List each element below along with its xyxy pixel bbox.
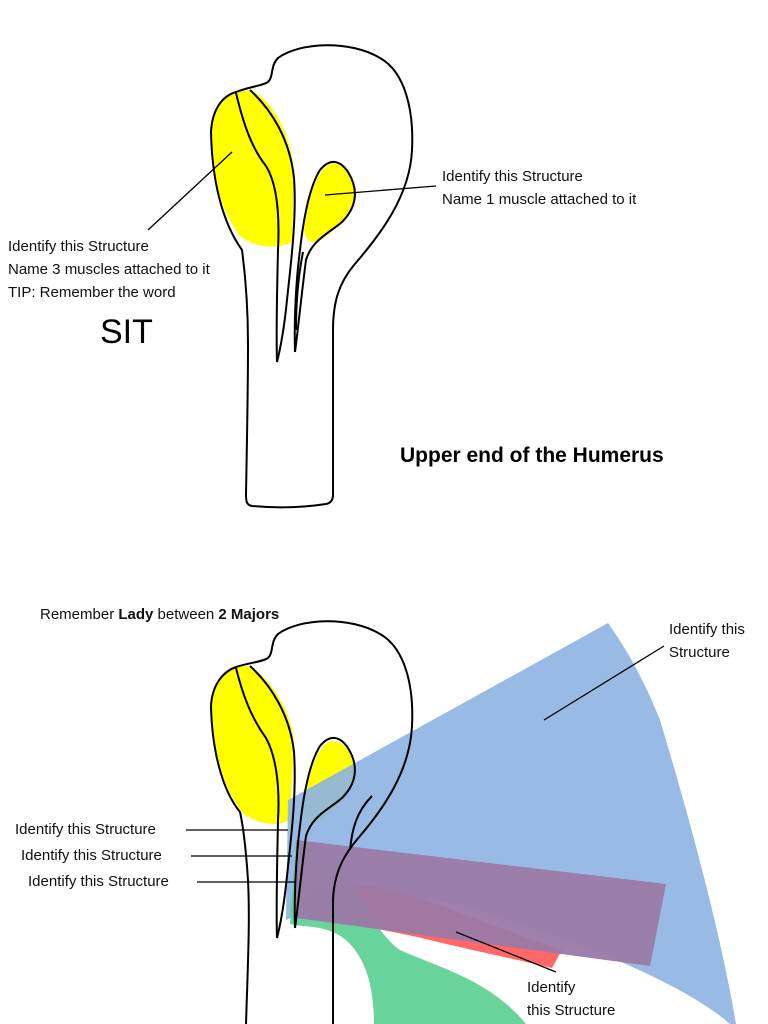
bottom-label-groove-3: Identify this Structure: [28, 873, 169, 890]
bottom-label-groove-2: Identify this Structure: [21, 847, 162, 864]
remember-prefix: Remember: [40, 606, 119, 623]
bottom-groove-medial: [349, 795, 373, 851]
mnemonic-sit: SIT: [100, 313, 153, 351]
remember-lady: Lady: [118, 606, 154, 623]
top-label-lesser: Identify this Structure Name 1 muscle at…: [442, 165, 636, 211]
remember-majors: 2 Majors: [218, 606, 280, 623]
bottom-bone-outline: [209, 620, 414, 1024]
top-greater-tubercle: [210, 90, 294, 247]
bottom-label-red: Identify this Structure: [527, 976, 615, 1022]
top-groove-medial: [295, 251, 304, 331]
bottom-greater-ridge: [235, 667, 280, 939]
bottom-label-blue-line2: Structure: [669, 644, 730, 661]
top-label-greater: Identify this Structure Name 3 muscles a…: [8, 235, 210, 304]
bottom-label-blue-line1: Identify this: [669, 621, 745, 638]
bottom-label-red-line1: Identify: [527, 979, 576, 996]
bottom-groove-lateral: [249, 665, 296, 939]
purple-muscle: [296, 840, 666, 966]
top-humerus: [147, 44, 437, 509]
top-greater-ridge: [235, 92, 280, 363]
bottom-label-red-line2: this Structure: [527, 1002, 616, 1019]
bottom-greater-tubercle: [210, 666, 294, 824]
top-groove-lateral: [249, 89, 296, 363]
remember-note: Remember Lady between 2 Majors: [40, 606, 279, 623]
top-label-greater-line2: Name 3 muscles attached to it: [8, 261, 210, 278]
top-label-greater-line1: Identify this Structure: [8, 238, 149, 255]
remember-middle: between: [153, 606, 219, 623]
top-label-greater-line3: TIP: Remember the word: [8, 284, 176, 301]
bottom-leader-blue: [543, 645, 665, 721]
bottom-lesser-outline: [293, 737, 356, 929]
top-lesser-outline: [293, 161, 356, 353]
top-label-lesser-line2: Name 1 muscle attached to it: [442, 191, 637, 208]
bottom-leader-red: [455, 931, 557, 973]
top-lesser-tubercle: [304, 163, 357, 243]
top-leader-lesser: [324, 185, 437, 196]
top-leader-greater: [147, 151, 233, 231]
bottom-label-groove-1: Identify this Structure: [15, 821, 156, 838]
diagram-title: Upper end of the Humerus: [400, 444, 664, 467]
top-label-lesser-line1: Identify this Structure: [442, 168, 583, 185]
bottom-label-blue: Identify this Structure: [669, 618, 745, 664]
blue-muscle: [286, 623, 736, 1024]
top-bone-outline: [209, 44, 414, 509]
bottom-humerus: [186, 620, 736, 1024]
